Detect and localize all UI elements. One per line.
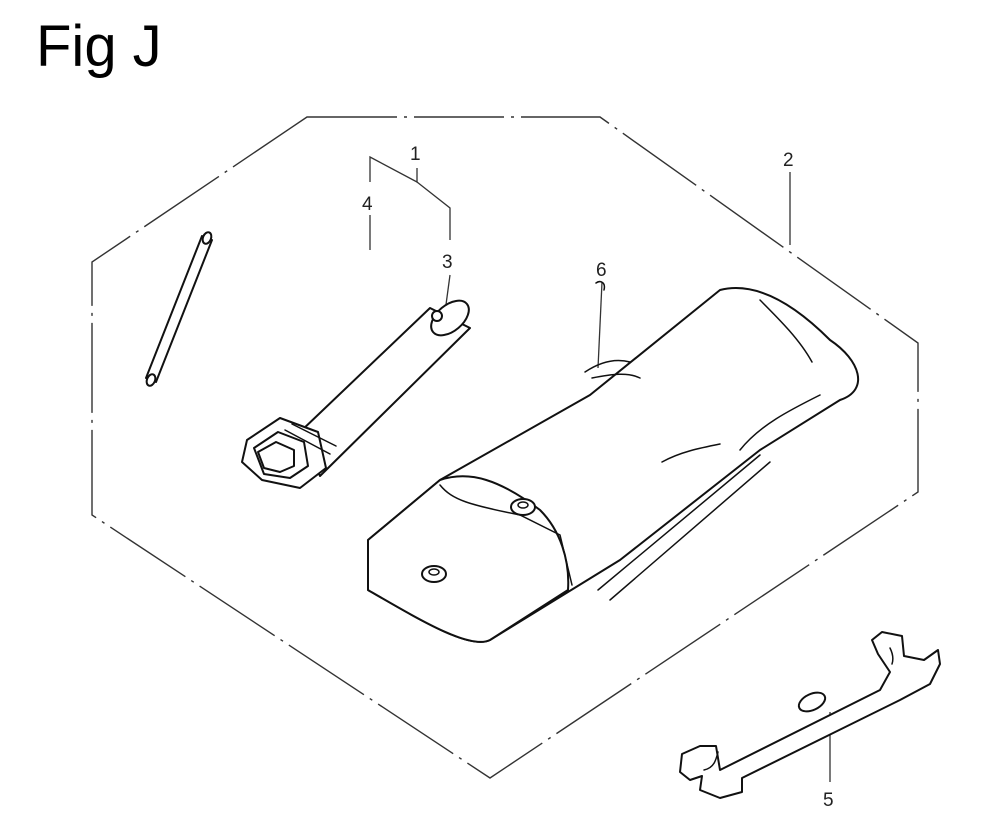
callout-6: 6 (596, 260, 607, 281)
callout-5: 5 (823, 790, 834, 811)
tommy-bar-part (145, 231, 213, 387)
callout-1: 1 (410, 144, 421, 165)
kit-group-outline (91, 116, 919, 779)
callout-2: 2 (783, 150, 794, 171)
callout-4: 4 (362, 194, 373, 215)
tool-bag-part (367, 280, 860, 643)
callout-3: 3 (442, 252, 453, 273)
spanner-part (679, 631, 941, 799)
spark-plug-wrench-part (241, 299, 471, 489)
leader-lines (369, 155, 831, 782)
figure-title: Fig J (36, 14, 162, 79)
